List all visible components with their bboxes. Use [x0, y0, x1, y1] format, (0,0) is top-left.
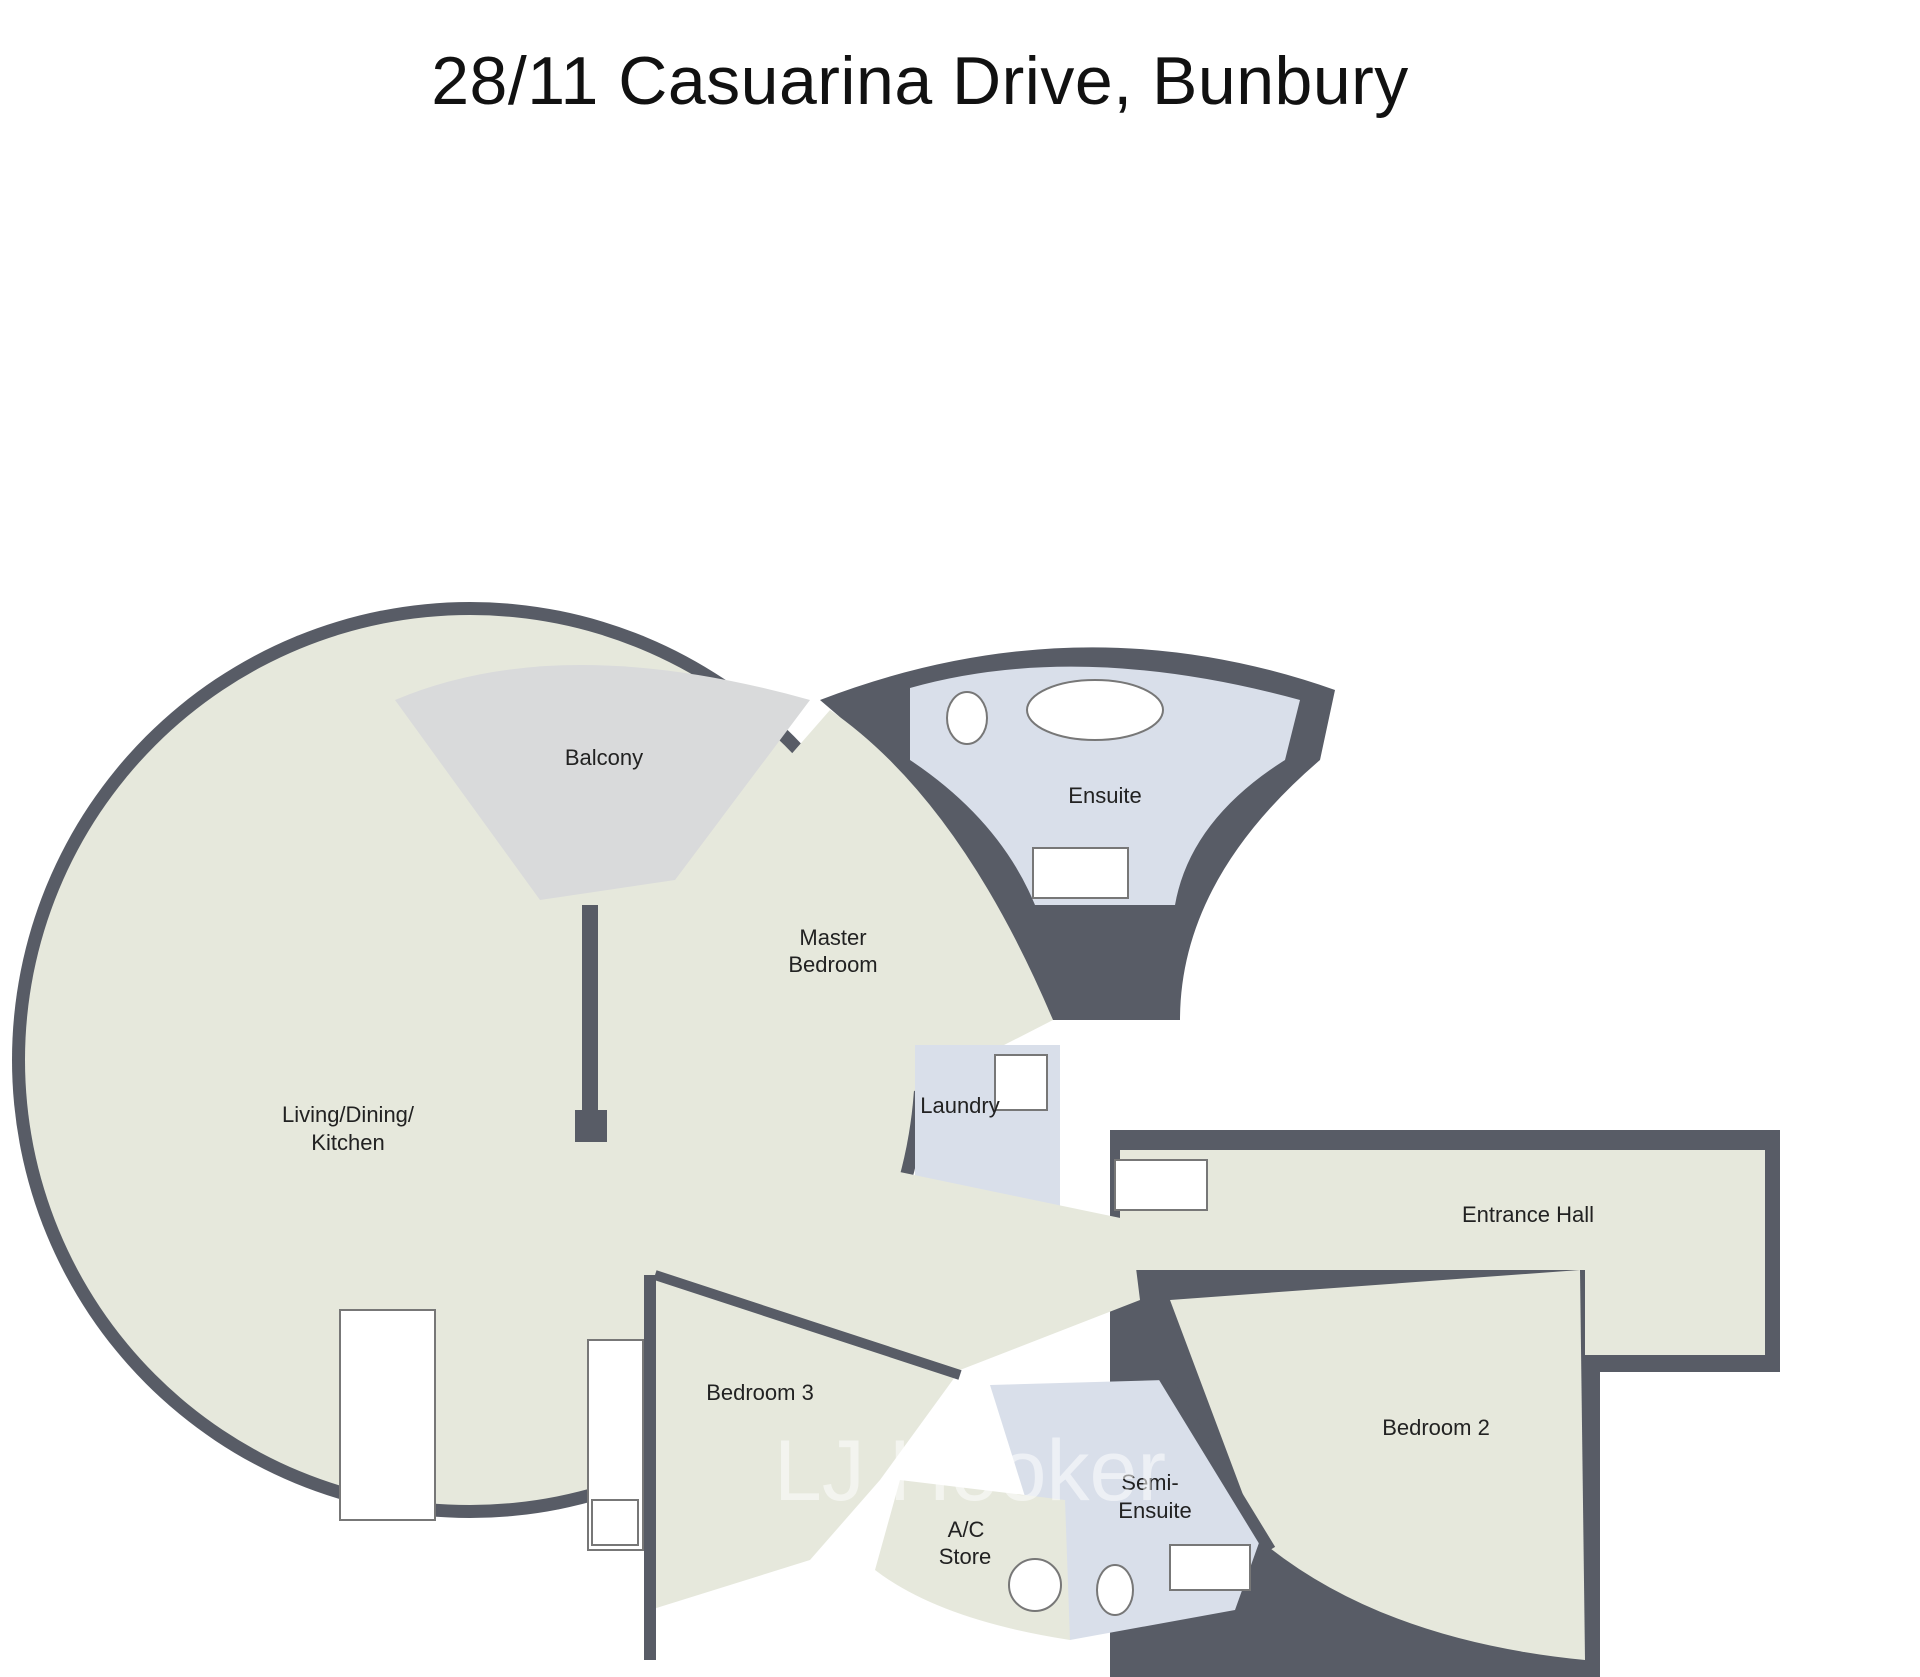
kitchen-island-icon — [339, 1309, 436, 1521]
ac-store-label-line2: Store — [939, 1544, 992, 1569]
entrance-floor — [1120, 1150, 1765, 1355]
laundry-trough-icon — [994, 1054, 1048, 1111]
ensuite-label: Ensuite — [1068, 783, 1141, 808]
master-bedroom-label-line2: Bedroom — [788, 952, 877, 977]
bedroom-2-label: Bedroom 2 — [1382, 1415, 1490, 1440]
ensuite-floor — [910, 666, 1300, 905]
living-label-line2: Kitchen — [311, 1130, 384, 1155]
entrance-hall-label: Entrance Hall — [1462, 1202, 1594, 1227]
laundry-label: Laundry — [920, 1093, 1000, 1118]
semi-ensuite-label-line1: Semi- — [1121, 1470, 1178, 1495]
wall-line — [653, 1270, 962, 1380]
balcony-label: Balcony — [565, 745, 643, 770]
plan-walls — [12, 602, 1780, 1677]
bath-icon — [1026, 679, 1164, 741]
wall-line — [1154, 1366, 1276, 1554]
bedroom-3-floor — [650, 1280, 960, 1610]
page-title: 28/11 Casuarina Drive, Bunbury — [431, 43, 1409, 119]
hall-cabinet-icon — [1114, 1159, 1208, 1211]
master-bedroom-label-line1: Master — [799, 925, 866, 950]
basin-icon — [1032, 847, 1129, 899]
bedroom-3-label: Bedroom 3 — [706, 1380, 814, 1405]
corridor-floor — [650, 1120, 1140, 1370]
ac-store-label-line1: A/C — [948, 1517, 985, 1542]
wall-block — [575, 1110, 607, 1142]
living-label-line1: Living/Dining/ — [282, 1102, 415, 1127]
toilet-icon — [1096, 1564, 1134, 1616]
bedroom-2-floor — [1170, 1270, 1585, 1660]
room-labels: Balcony Ensuite Master Bedroom Living/Di… — [282, 745, 1594, 1569]
water-heater-icon — [1008, 1558, 1062, 1612]
semi-ensuite-label-line2: Ensuite — [1118, 1498, 1191, 1523]
cooktop-icon — [591, 1499, 639, 1546]
toilet-icon — [946, 691, 988, 745]
balcony-floor — [395, 665, 810, 900]
watermark: LJ Hooker — [774, 1423, 1166, 1519]
basin-icon — [1169, 1544, 1251, 1591]
fixtures — [339, 679, 1251, 1616]
